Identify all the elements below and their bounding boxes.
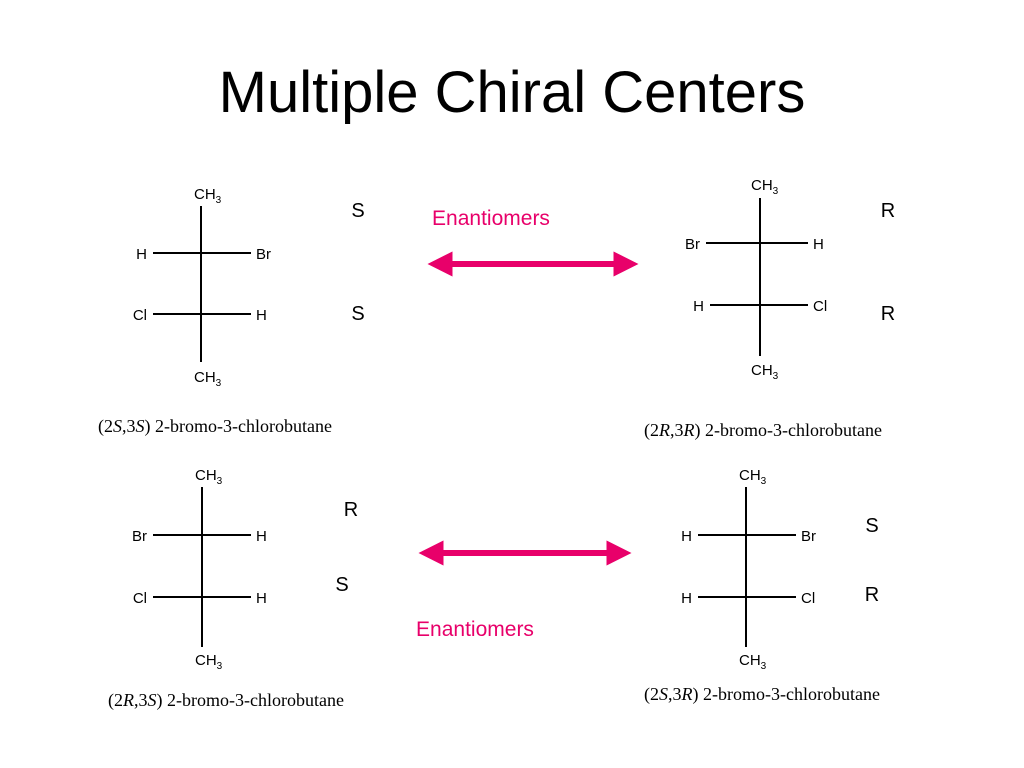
c2-left-substituent: H (136, 246, 147, 263)
c3-right-substituent: Cl (813, 298, 827, 315)
compound-name: (2S,3R) 2-bromo-3-chlorobutane (644, 684, 880, 705)
c2-configuration-label: R (344, 499, 358, 521)
bottom-methyl-label: CH3 (751, 362, 779, 382)
c2-left-substituent: Br (132, 528, 147, 545)
c3-left-substituent: H (681, 590, 692, 607)
c2-right-substituent: Br (256, 246, 271, 263)
c2-configuration-label: S (865, 515, 878, 537)
enantiomer-relation-top: Enantiomers (427, 207, 639, 277)
fischer-projection-2r3s: CH3 CH3 Br H Cl H R S (2R,3S) 2-bromo-3-… (108, 467, 358, 711)
compound-name: (2R,3R) 2-bromo-3-chlorobutane (644, 420, 882, 441)
c3-right-substituent: H (256, 590, 267, 607)
c3-right-substituent: H (256, 307, 267, 324)
c3-configuration-label: R (881, 303, 895, 325)
c2-configuration-label: R (881, 200, 895, 222)
c2-left-substituent: H (681, 528, 692, 545)
c2-left-substituent: Br (685, 236, 700, 253)
top-methyl-label: CH3 (739, 467, 767, 487)
c2-right-substituent: H (256, 528, 267, 545)
c3-configuration-label: S (335, 574, 348, 596)
c2-configuration-label: S (351, 200, 364, 222)
fischer-projection-2r3r: CH3 CH3 Br H H Cl R R (2R,3R) 2-bromo-3-… (644, 177, 895, 441)
fischer-projection-2s3s: CH3 CH3 H Br Cl H S S (2S,3S) 2-bromo-3-… (98, 186, 365, 437)
top-methyl-label: CH3 (195, 467, 223, 487)
c3-left-substituent: Cl (133, 307, 147, 324)
c3-left-substituent: H (693, 298, 704, 315)
top-methyl-label: CH3 (751, 177, 779, 197)
slide-title: Multiple Chiral Centers (218, 60, 806, 125)
c2-right-substituent: Br (801, 528, 816, 545)
enantiomer-relation-bottom: Enantiomers (416, 540, 632, 641)
enantiomers-label: Enantiomers (416, 618, 534, 641)
bottom-methyl-label: CH3 (194, 369, 222, 389)
bottom-methyl-label: CH3 (739, 652, 767, 672)
c3-right-substituent: Cl (801, 590, 815, 607)
bottom-methyl-label: CH3 (195, 652, 223, 672)
fischer-projection-2s3r: CH3 CH3 H Br H Cl S R (2S,3R) 2-bromo-3-… (644, 467, 880, 705)
compound-name: (2S,3S) 2-bromo-3-chlorobutane (98, 416, 332, 437)
c3-left-substituent: Cl (133, 590, 147, 607)
top-methyl-label: CH3 (194, 186, 222, 206)
c2-right-substituent: H (813, 236, 824, 253)
enantiomers-label: Enantiomers (432, 207, 550, 230)
compound-name: (2R,3S) 2-bromo-3-chlorobutane (108, 690, 344, 711)
c3-configuration-label: S (351, 303, 364, 325)
c3-configuration-label: R (865, 584, 879, 606)
